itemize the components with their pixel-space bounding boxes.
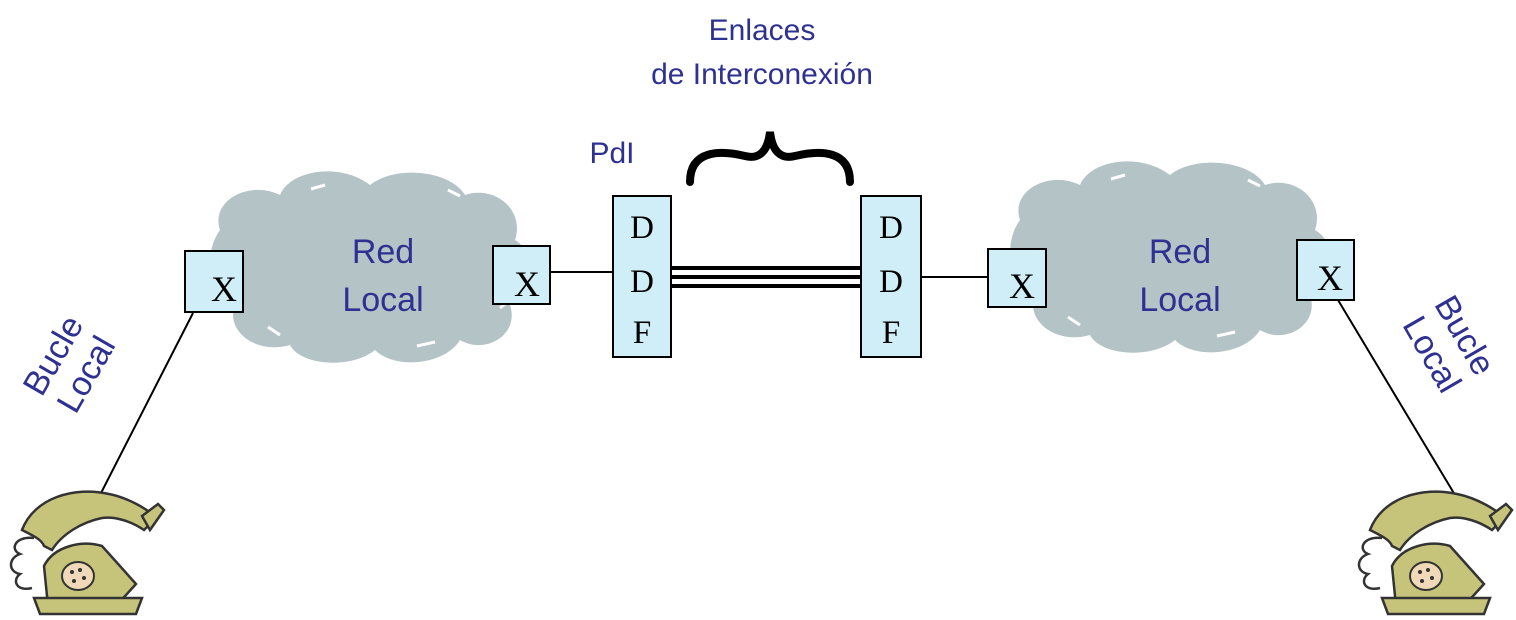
red-local-left-line1: Red xyxy=(352,233,414,271)
ddf-box-left: D D F xyxy=(612,195,672,358)
ddf-letter: D xyxy=(879,210,903,246)
ddf-box-right: D D F xyxy=(860,195,922,358)
curly-brace-icon xyxy=(686,131,854,186)
telephone-icon xyxy=(9,490,166,616)
switch-label: X xyxy=(1317,258,1343,298)
interconnection-trunk xyxy=(671,266,861,288)
telephone-icon xyxy=(1357,490,1514,616)
switch-box-left-gateway: X xyxy=(492,245,551,305)
red-local-right-line1: Red xyxy=(1149,233,1211,271)
switch-label: X xyxy=(514,264,540,304)
bucle-local-left-line xyxy=(99,312,194,496)
switch-box-right-edge: X xyxy=(1296,239,1355,301)
bucle-local-left-label: Bucle Local xyxy=(16,309,123,419)
switch-label: X xyxy=(1009,266,1035,306)
ddf-letter: D xyxy=(879,264,903,300)
red-local-right-line2: Local xyxy=(1139,281,1220,319)
switch-label: X xyxy=(211,269,237,309)
ddf-letter: F xyxy=(633,315,651,351)
switch-box-right-gateway: X xyxy=(987,248,1047,308)
ddf-letter: D xyxy=(630,264,654,300)
ddf-letter: F xyxy=(882,315,900,351)
red-local-left-line2: Local xyxy=(342,281,423,319)
bucle-local-right-line xyxy=(1337,299,1459,501)
enlaces-label-line2: de Interconexión xyxy=(651,58,873,91)
pdi-label: PdI xyxy=(589,137,634,170)
switch-box-left-edge: X xyxy=(184,250,244,313)
ddf-letter: D xyxy=(630,210,654,246)
enlaces-label-line1: Enlaces xyxy=(709,14,816,47)
bucle-local-right-label: Bucle Local xyxy=(1395,289,1502,399)
